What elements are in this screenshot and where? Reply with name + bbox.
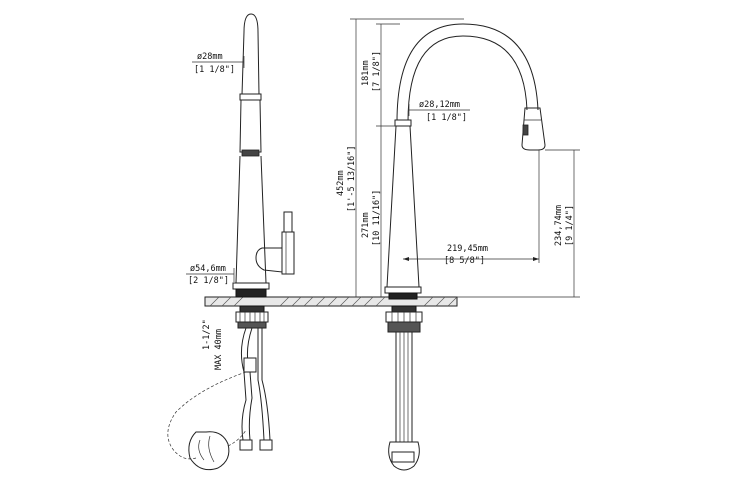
total-height-metric: 452mm xyxy=(336,170,346,196)
dimension-spout-arc-height: 181mm [7 1/8"] xyxy=(361,23,400,126)
body-height-imperial: [10 11/16"] xyxy=(372,190,382,246)
dimension-spout-reach: 219,45mm [8 5/8"] xyxy=(403,150,540,266)
spout-tube-diameter-imperial: [1 1/8"] xyxy=(426,113,467,123)
spout-diameter-imperial: [1 1/8"] xyxy=(194,65,235,75)
dimension-base-diameter: ø54,6mm [2 1/8"] xyxy=(186,264,235,286)
dimension-spout-clearance: 234,74mm [9 1/4"] xyxy=(457,149,580,298)
dimension-body-height: 271mm [10 11/16"] xyxy=(361,125,396,297)
dimension-spout-diameter: ø28mm [1 1/8"] xyxy=(192,52,245,75)
spout-clearance-imperial: [9 1/4"] xyxy=(565,205,575,246)
side-view-faucet xyxy=(167,13,295,471)
spout-clearance-metric: 234,74mm xyxy=(554,205,564,246)
countertop-deck xyxy=(204,296,458,307)
dimension-max-deck-thickness: 1-1/2" MAX 40mm xyxy=(202,319,224,370)
spout-arc-height-imperial: [7 1/8"] xyxy=(372,51,382,92)
total-height-imperial: [1'-5 13/16"] xyxy=(347,145,357,212)
dimension-total-height: 452mm [1'-5 13/16"] xyxy=(336,18,464,298)
base-diameter-metric: ø54,6mm xyxy=(190,264,226,274)
spout-arc-height-metric: 181mm xyxy=(361,60,371,86)
deck-thickness-metric: MAX 40mm xyxy=(214,329,224,370)
dimension-spout-tube-diameter: ø28,12mm [1 1/8"] xyxy=(408,100,470,123)
body-height-metric: 271mm xyxy=(361,212,371,238)
spout-tube-diameter-metric: ø28,12mm xyxy=(419,100,460,110)
spout-reach-metric: 219,45mm xyxy=(447,244,488,254)
deck-thickness-imperial: 1-1/2" xyxy=(202,319,212,350)
spout-diameter-metric: ø28mm xyxy=(197,52,223,62)
base-diameter-imperial: [2 1/8"] xyxy=(188,276,229,286)
front-view-faucet xyxy=(384,23,546,471)
spout-reach-imperial: [8 5/8"] xyxy=(444,256,485,266)
